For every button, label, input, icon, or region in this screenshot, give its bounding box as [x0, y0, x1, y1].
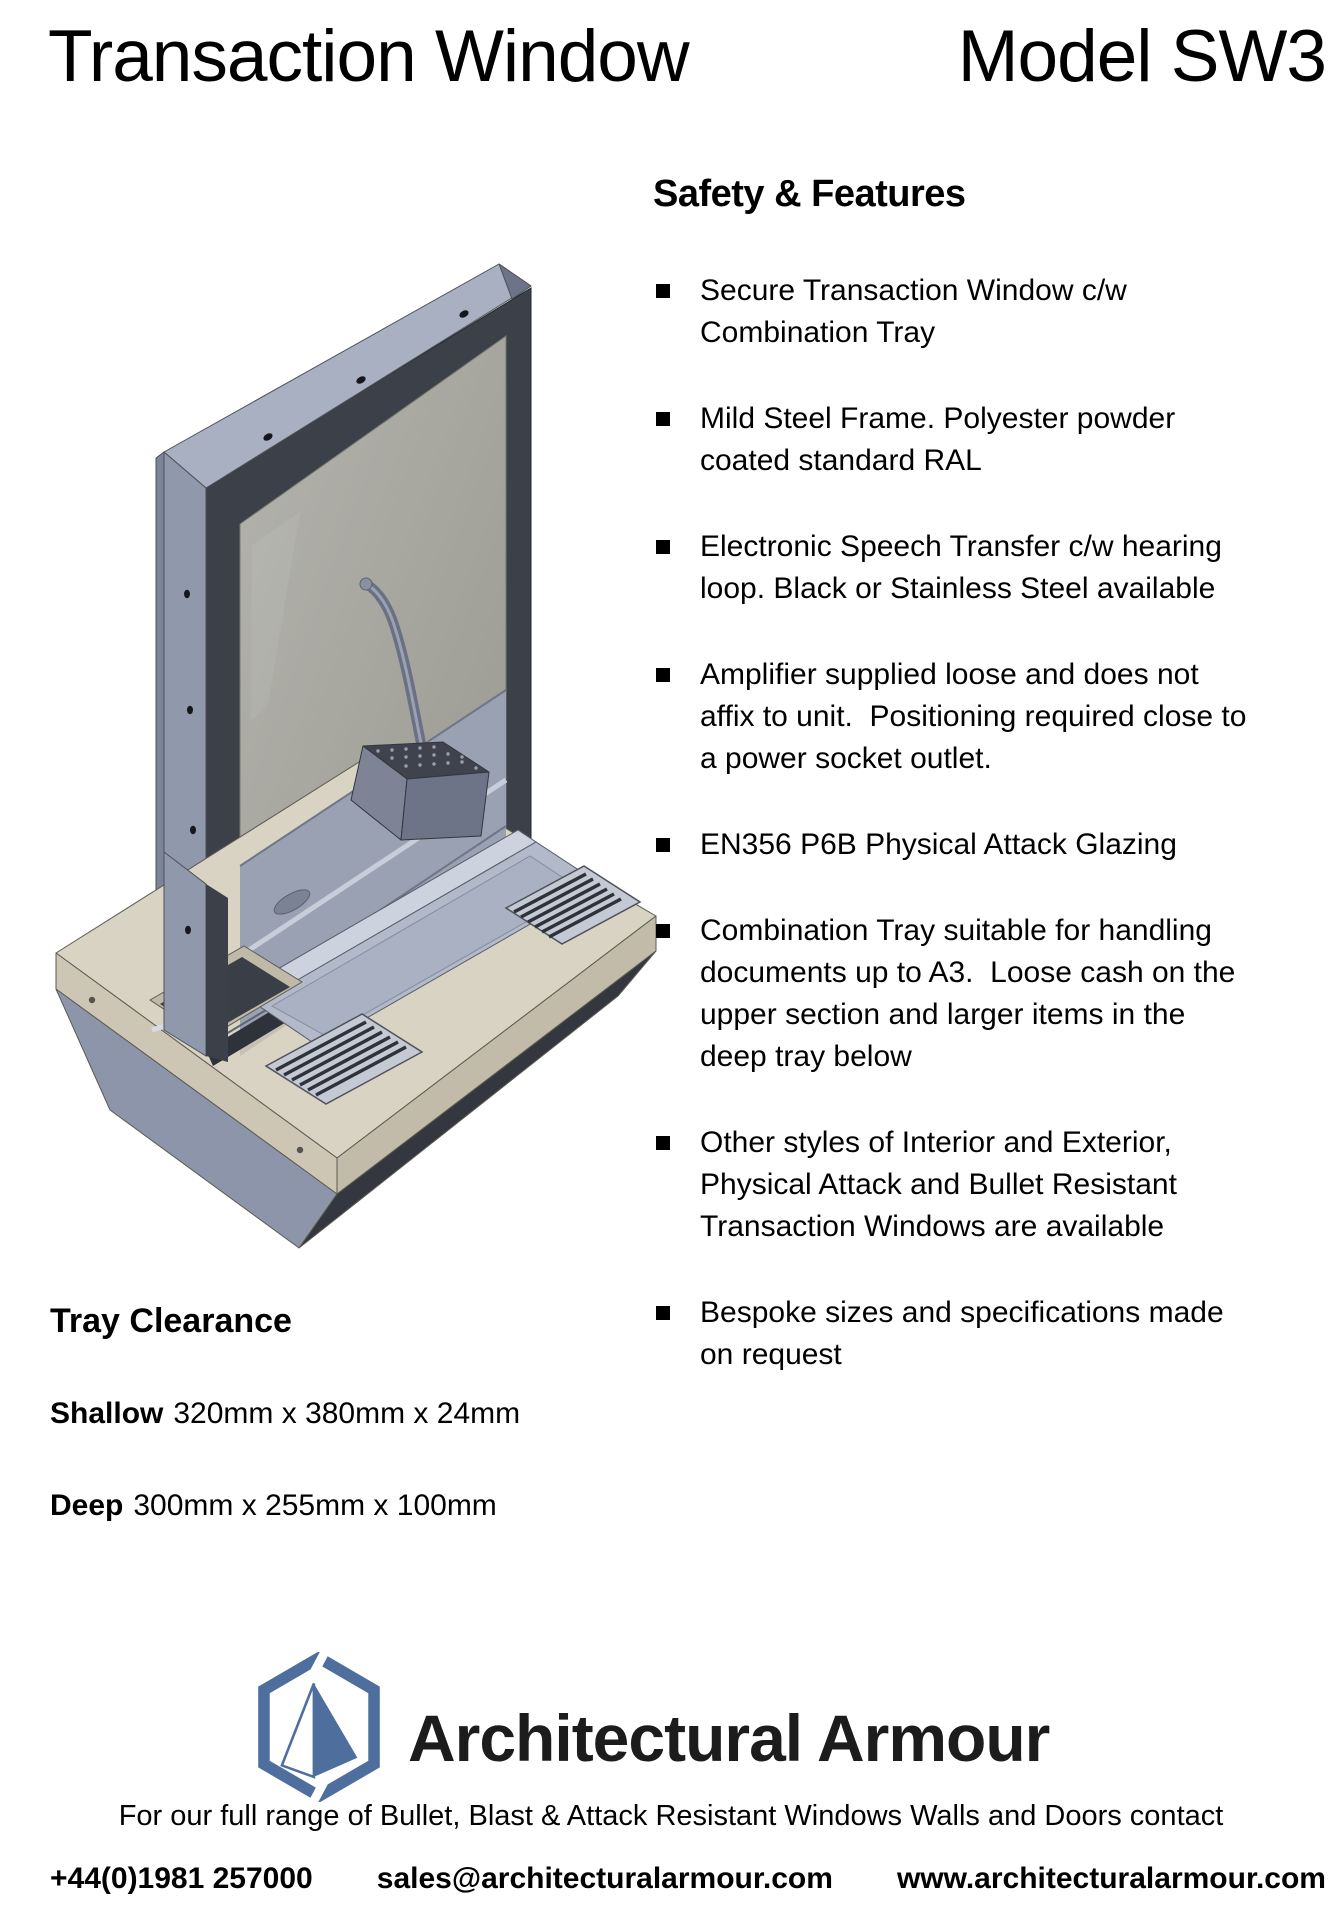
bullet-square-icon [656, 924, 670, 938]
email-address: sales@architecturalarmour.com [376, 1862, 833, 1895]
tray-clearance-row: Deep 300mm x 255mm x 100mm [50, 1488, 497, 1524]
model-title: Model SW3 [957, 16, 1327, 97]
bullet-square-icon [656, 1306, 670, 1320]
feature-item: Mild Steel Frame. Polyester powder coate… [656, 398, 1256, 482]
feature-text: Amplifier supplied loose and does not af… [700, 658, 1255, 775]
tray-clearance-label: Shallow [50, 1397, 164, 1430]
feature-item: Combination Tray suitable for handling d… [656, 910, 1256, 1078]
feature-text: Secure Transaction Window c/w Combinatio… [700, 274, 1136, 349]
feature-text: EN356 P6B Physical Attack Glazing [700, 828, 1177, 861]
bullet-square-icon [656, 668, 670, 682]
footer-contact-line: For our full range of Bullet, Blast & At… [118, 1800, 1224, 1832]
feature-item: EN356 P6B Physical Attack Glazing [656, 824, 1256, 866]
tray-clearance-row: Shallow 320mm x 380mm x 24mm [50, 1396, 520, 1432]
tray-clearance-value: 320mm x 380mm x 24mm [173, 1397, 521, 1430]
feature-text: Combination Tray suitable for handling d… [700, 914, 1244, 1073]
tray-clearance-heading: Tray Clearance [50, 1302, 292, 1340]
phone-number: +44(0)1981 257000 [50, 1862, 313, 1895]
tray-clearance-label: Deep [50, 1489, 124, 1522]
feature-text: Bespoke sizes and specifications made on… [700, 1296, 1232, 1371]
hexagon-arrow-icon [258, 1652, 380, 1802]
transaction-window-figure [55, 263, 657, 1249]
features-heading: Safety & Features [653, 173, 966, 215]
feature-text: Mild Steel Frame. Polyester powder coate… [700, 402, 1184, 477]
bullet-square-icon [656, 1136, 670, 1150]
tray-clearance-value: 300mm x 255mm x 100mm [133, 1489, 497, 1522]
feature-text: Electronic Speech Transfer c/w hearing l… [700, 530, 1231, 605]
footer-contact-details: +44(0)1981 257000 sales@architecturalarm… [50, 1862, 1326, 1896]
bullet-square-icon [656, 838, 670, 852]
feature-item: Other styles of Interior and Exterior, P… [656, 1122, 1256, 1248]
feature-item: Electronic Speech Transfer c/w hearing l… [656, 526, 1256, 610]
feature-item: Amplifier supplied loose and does not af… [656, 654, 1256, 780]
bullet-square-icon [656, 284, 670, 298]
feature-text: Other styles of Interior and Exterior, P… [700, 1126, 1185, 1243]
page-title: Transaction Window [48, 16, 690, 97]
feature-item: Bespoke sizes and specifications made on… [656, 1292, 1256, 1376]
bullet-square-icon [656, 540, 670, 554]
website-url: www.architecturalarmour.com [896, 1862, 1326, 1895]
bullet-square-icon [656, 412, 670, 426]
brand-name: Architectural Armour [408, 1701, 1050, 1775]
feature-item: Secure Transaction Window c/w Combinatio… [656, 270, 1256, 354]
features-list: Secure Transaction Window c/w Combinatio… [656, 270, 1256, 1420]
